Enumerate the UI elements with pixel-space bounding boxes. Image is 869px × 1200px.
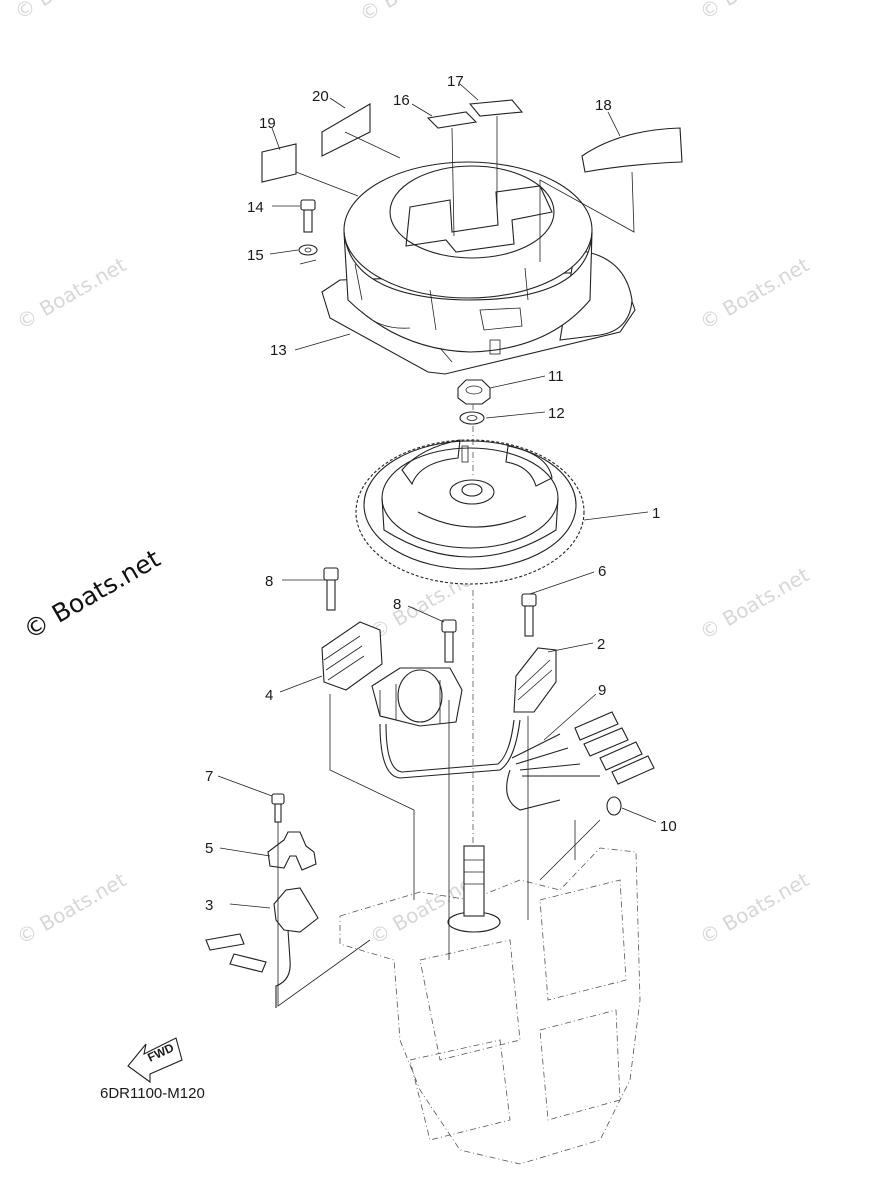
callout-4: 4 (265, 687, 273, 704)
callout-14: 14 (247, 199, 264, 216)
watermark-right-1: © Boats.net (696, 252, 814, 334)
callout-18: 18 (595, 97, 612, 114)
callout-15: 15 (247, 247, 264, 264)
engine-block (339, 845, 641, 1165)
alignment-lines (277, 694, 601, 1007)
watermark-top-right: © Boats.net (696, 0, 814, 24)
callout-1: 1 (652, 505, 660, 522)
callout-2: 2 (597, 636, 605, 653)
watermark-right-3: © Boats.net (696, 867, 814, 949)
watermark-top-center: © Boats.net (356, 0, 474, 26)
callout-16: 16 (393, 92, 410, 109)
decals (261, 99, 683, 262)
watermark-left-1: © Boats.net (13, 252, 131, 334)
callout-8a: 8 (265, 573, 273, 590)
part-code: 6DR1100-M120 (100, 1085, 205, 1102)
callout-8b: 8 (393, 596, 401, 613)
callout-5: 5 (205, 840, 213, 857)
watermark-left-2: © Boats.net (13, 867, 131, 949)
bracket-cdi (205, 793, 319, 1008)
callout-17: 17 (447, 73, 464, 90)
fwd-arrow: FWD (127, 1037, 183, 1084)
flywheel (355, 439, 585, 585)
callout-6: 6 (598, 563, 606, 580)
watermark-right-2: © Boats.net (696, 562, 814, 644)
callout-9: 9 (598, 682, 606, 699)
leader-lines (217, 83, 657, 909)
callout-19: 19 (259, 115, 276, 132)
harness-9 (506, 711, 655, 816)
bolt-14-washer-15 (298, 199, 318, 265)
callout-numbers: 1 2 3 4 5 6 7 8 8 9 10 11 12 13 14 15 16… (205, 73, 677, 914)
bolts-8-6 (323, 567, 537, 663)
stator-coils (321, 621, 557, 779)
flywheel-cover (321, 161, 636, 375)
callout-7: 7 (205, 768, 213, 785)
callout-11: 11 (548, 368, 564, 385)
watermark-top-left: © Boats.net (11, 0, 129, 24)
callout-20: 20 (312, 88, 329, 105)
callout-12: 12 (548, 405, 565, 422)
nut-11-washer-12 (457, 379, 491, 425)
callout-3: 3 (205, 897, 213, 914)
watermark-main: © Boats.net (19, 544, 166, 645)
callout-13: 13 (270, 342, 287, 359)
callout-10: 10 (660, 818, 677, 835)
